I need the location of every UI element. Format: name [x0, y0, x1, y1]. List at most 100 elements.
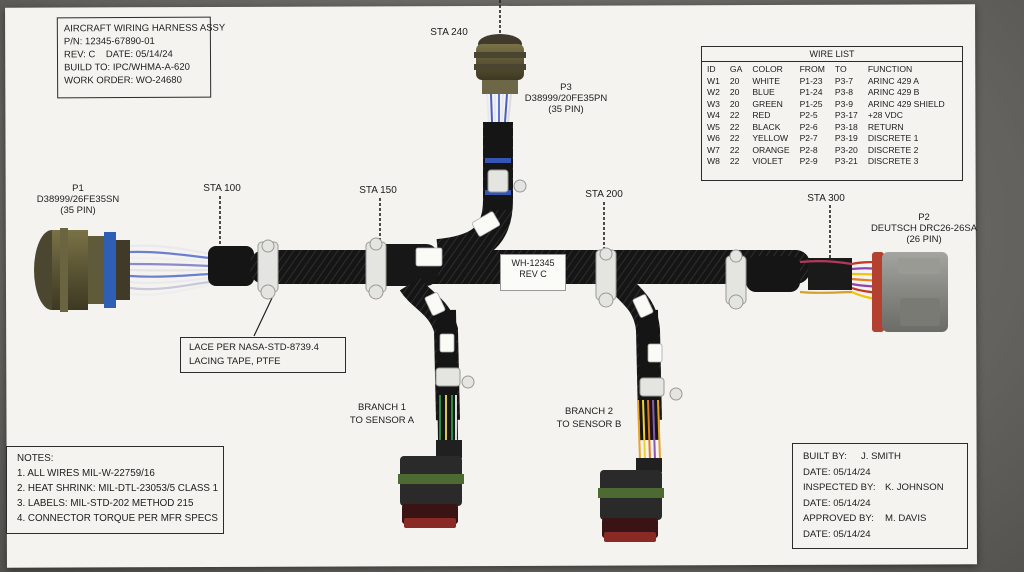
wire-list-cell: 20 — [729, 87, 740, 97]
wire-list-cell: W6 — [707, 133, 720, 143]
p3-pins: (35 PIN) — [548, 104, 584, 115]
wire-list-column-header: GA — [729, 64, 743, 74]
approved-by-name: M. DAVIS — [885, 513, 927, 524]
branch-2-label: BRANCH 2 TO SENSOR B — [557, 405, 622, 431]
p2-label: P2 DEUTSCH DRC26-26SA (26 PIN) — [871, 212, 977, 245]
p1-id: P1 — [72, 183, 84, 194]
wire-list-cell: P3-17 — [834, 110, 858, 120]
p2-part: DEUTSCH DRC26-26SA — [870, 223, 978, 234]
wire-list-cell: 20 — [729, 75, 740, 86]
wire-list-cell: P3-18 — [834, 121, 858, 132]
p3-id: P3 — [560, 82, 572, 93]
lacing-note: LACE PER NASA-STD-8739.4 LACING TAPE, PT… — [180, 337, 346, 373]
wire-list-cell: 22 — [729, 156, 740, 166]
wire-list-cell: P1-24 — [799, 87, 823, 97]
build-to: BUILD TO: IPC/WHMA-A-620 — [64, 61, 190, 74]
notes-title: NOTES: — [17, 453, 54, 464]
wire-list-column-header: COLOR — [752, 64, 783, 74]
inspected-date: DATE: 05/14/24 — [803, 497, 871, 509]
wire-list-cell: P3-7 — [834, 75, 854, 86]
sensor-b-connector — [598, 458, 664, 542]
wire-list-cell: W3 — [707, 98, 720, 109]
station-150: STA 150 — [359, 185, 397, 196]
wire-list-cell: P1-23 — [799, 75, 823, 86]
wire-list-cell: GREEN — [752, 98, 783, 109]
wire-list-cell: W4 — [707, 110, 720, 120]
title-text: AIRCRAFT WIRING HARNESS ASSY — [63, 22, 226, 35]
title-date: DATE: 05/14/24 — [105, 48, 173, 61]
wire-list-cell: P2-9 — [799, 156, 818, 166]
wire-list-cell: P2-5 — [799, 110, 818, 120]
wire-list-cell: P3-20 — [834, 144, 858, 155]
wire-list-cell: W1 — [707, 75, 720, 86]
branch-2-target: TO SENSOR B — [556, 419, 622, 430]
note-item: 1. ALL WIRES MIL-W-22759/16 — [17, 468, 155, 479]
built-date: DATE: 05/14/24 — [803, 466, 871, 478]
wire-list-cell: 22 — [729, 121, 740, 132]
wire-list-cell: W5 — [707, 121, 720, 132]
wire-list-cell: 20 — [729, 98, 740, 109]
wire-list-cell: ARINC 429 B — [867, 87, 920, 97]
note-item: 3. LABELS: MIL-STD-202 METHOD 215 — [17, 498, 194, 509]
built-by-label: BUILT BY: — [803, 451, 847, 462]
wire-list-cell: YELLOW — [752, 133, 789, 143]
p1-pins: (35 PIN) — [60, 205, 96, 216]
p1-part: D38999/26FE35SN — [36, 194, 120, 205]
note-item: 2. HEAT SHRINK: MIL-DTL-23053/5 CLASS 1 — [17, 483, 219, 494]
approved-by-label: APPROVED BY: — [803, 513, 874, 524]
wire-list-cell: ARINC 429 SHIELD — [867, 98, 945, 109]
wire-list-cell: W8 — [707, 156, 720, 166]
station-200: STA 200 — [585, 189, 623, 200]
wire-list-cell: DISCRETE 3 — [867, 156, 919, 166]
branch-1-title: BRANCH 1 — [357, 402, 407, 413]
wire-list-cell: 22 — [729, 144, 740, 155]
title-block: AIRCRAFT WIRING HARNESS ASSY P/N: 12345-… — [56, 16, 226, 99]
wire-list-cell: RED — [752, 110, 771, 120]
wire-list-column-header: ID — [707, 64, 716, 74]
wire-list-cell: P2-8 — [799, 144, 818, 155]
note-item: 4. CONNECTOR TORQUE PER MFR SPECS — [17, 513, 218, 524]
p3-part: D38999/20FE35PN — [524, 93, 608, 104]
wire-list-cell: ORANGE — [752, 144, 790, 155]
p3-connector — [474, 34, 526, 94]
lacing-leader — [253, 297, 273, 337]
wire-list-cell: DISCRETE 1 — [867, 133, 919, 143]
wire-list-cell: WHITE — [752, 75, 780, 86]
harness-id-tag: WH-12345 REV C — [500, 254, 566, 291]
wire-list-title: WIRE LIST — [702, 47, 962, 62]
wire-list-cell: 22 — [729, 133, 740, 143]
wire-list-cell: W2 — [707, 87, 720, 97]
p2-id: P2 — [918, 212, 930, 223]
station-240: STA 240 — [430, 27, 468, 38]
sensor-a-connector — [398, 440, 464, 528]
wire-list-cell: P3-8 — [834, 87, 854, 97]
signoff-block: BUILT BY:J. SMITH DATE: 05/14/24 INSPECT… — [792, 443, 968, 549]
p2-pins: (26 PIN) — [906, 234, 942, 245]
wire-list-cell: P2-6 — [799, 121, 818, 132]
station-300: STA 300 — [807, 193, 845, 204]
wire-list-cell: W7 — [707, 144, 720, 155]
harness-rev: REV C — [519, 269, 547, 279]
p1-label: P1 D38999/26FE35SN (35 PIN) — [37, 183, 119, 216]
wire-list-column-header: TO — [834, 64, 847, 74]
wire-list-cell: +28 VDC — [867, 110, 903, 120]
wire-list-cell: P3-9 — [834, 98, 854, 109]
wire-list-cell: P2-7 — [799, 133, 818, 143]
p3-label: P3 D38999/20FE35PN (35 PIN) — [525, 82, 607, 115]
branch-1-target: TO SENSOR A — [349, 415, 415, 426]
inspected-by-name: K. JOHNSON — [885, 482, 944, 493]
wire-list-cell: ARINC 429 A — [867, 75, 919, 86]
lacing-material: LACING TAPE, PTFE — [189, 356, 281, 367]
branch-1-label: BRANCH 1 TO SENSOR A — [350, 401, 414, 427]
notes-block: NOTES: 1. ALL WIRES MIL-W-22759/16 2. HE… — [6, 446, 224, 534]
wire-list-cell: DISCRETE 2 — [867, 144, 919, 155]
